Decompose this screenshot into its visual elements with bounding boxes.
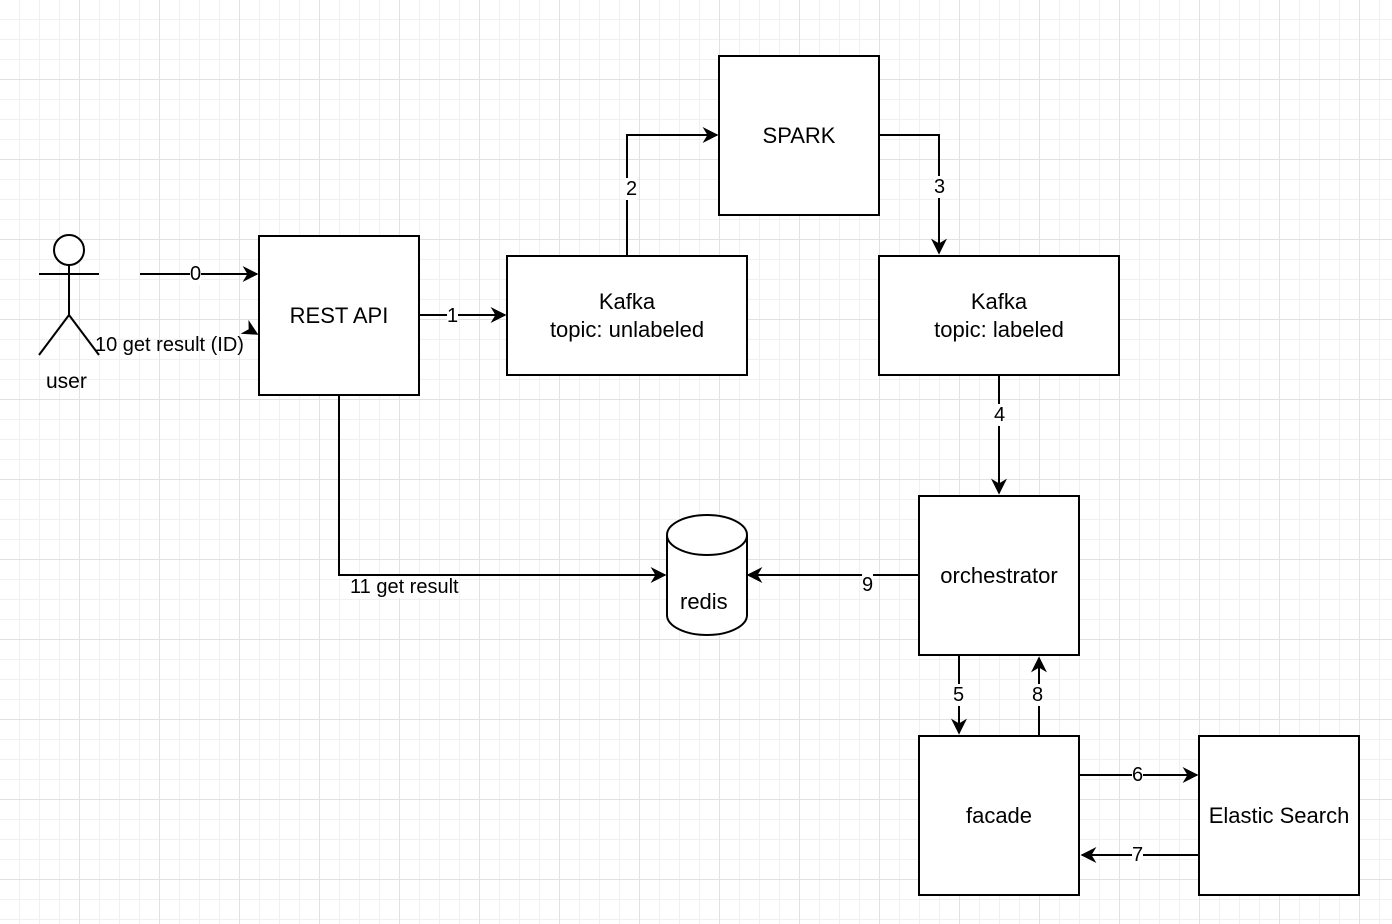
edge-10 [240,319,259,335]
edge-label-7: 7 [1132,844,1144,866]
kafka-labeled-topic: topic: labeled [934,316,1064,342]
spark-label: SPARK [762,122,836,148]
edge-3 [880,134,947,255]
edge-11 [338,396,667,583]
user-actor-icon [38,234,100,356]
rest-api-label: REST API [289,302,389,328]
facade-label: facade [965,802,1033,828]
rest-api-node[interactable]: REST API [258,235,420,396]
edge-label-6: 6 [1132,764,1144,786]
user-label: user [46,370,87,393]
redis-database-icon [666,514,748,636]
edge-label-2: 2 [626,178,638,200]
kafka-labeled-title: Kafka [970,288,1028,314]
edge-label-3: 3 [934,176,946,198]
edge-label-1: 1 [447,305,459,327]
edge-label-11: 11 get result [350,576,459,598]
kafka-unlabeled-node[interactable]: Kafka topic: unlabeled [506,255,748,376]
edge-label-4: 4 [994,404,1006,426]
kafka-unlabeled-topic: topic: unlabeled [549,316,705,342]
edge-2 [626,127,719,255]
spark-node[interactable]: SPARK [718,55,880,216]
kafka-unlabeled-title: Kafka [598,288,656,314]
edge-label-8: 8 [1032,684,1044,706]
facade-node[interactable]: facade [918,735,1080,896]
orchestrator-label: orchestrator [940,562,1058,588]
edge-label-9: 9 [862,574,874,596]
orchestrator-node[interactable]: orchestrator [918,495,1080,656]
edge-label-10: 10 get result (ID) [95,334,244,356]
elastic-search-label: Elastic Search [1208,802,1350,828]
elastic-search-node[interactable]: Elastic Search [1198,735,1360,896]
edge-label-5: 5 [953,684,965,706]
redis-label: redis [680,589,728,614]
edge-label-0: 0 [190,263,202,285]
kafka-labeled-node[interactable]: Kafka topic: labeled [878,255,1120,376]
